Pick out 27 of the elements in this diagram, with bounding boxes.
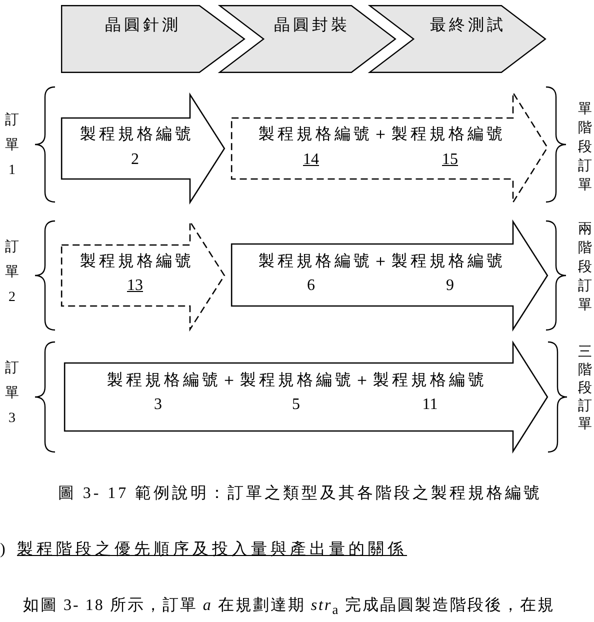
spec-number: 6 bbox=[307, 277, 315, 295]
spec-number: 14 bbox=[303, 151, 319, 169]
body-text: 如圖 3- 18 所示，訂單 a 在規劃達期 str$_{a}$ 完成晶圓製造階段後，在規 bbox=[23, 597, 556, 620]
stage-label: 晶圓封裝 bbox=[274, 17, 350, 35]
spec-number: 11 bbox=[422, 396, 438, 414]
spec-label: 製程規格編號＋製程規格編號 bbox=[258, 126, 506, 144]
stage-label: 最終測試 bbox=[430, 17, 506, 35]
spec-label: 製程規格編號＋製程規格編號＋製程規格編號 bbox=[107, 372, 487, 390]
section-heading: 製程階段之優先順序及投入量與產出量的關係 bbox=[17, 541, 407, 559]
spec-label: 製程規格編號 bbox=[80, 253, 194, 271]
spec-number: 9 bbox=[446, 277, 454, 295]
list-marker: ) bbox=[0, 541, 6, 559]
spec-number: 2 bbox=[131, 151, 139, 169]
stage-label: 晶圓針測 bbox=[105, 17, 181, 35]
order-type-label: 單階段訂單 bbox=[578, 101, 592, 195]
order-type-label: 兩階段訂單 bbox=[578, 221, 592, 315]
spec-number: 15 bbox=[442, 151, 458, 169]
figure-caption: 圖 3- 17 範例說明：訂單之類型及其各階段之製程規格編號 bbox=[58, 485, 542, 503]
order-label: 訂單2 bbox=[5, 238, 19, 307]
spec-number: 13 bbox=[127, 277, 143, 295]
spec-number: 3 bbox=[154, 396, 162, 414]
order-label: 訂單3 bbox=[5, 360, 19, 428]
spec-number: 5 bbox=[292, 396, 300, 414]
spec-label: 製程規格編號＋製程規格編號 bbox=[258, 253, 506, 271]
order-label: 訂單1 bbox=[5, 112, 19, 180]
order-type-label: 三階段訂單 bbox=[578, 344, 592, 434]
spec-label: 製程規格編號 bbox=[80, 126, 194, 144]
